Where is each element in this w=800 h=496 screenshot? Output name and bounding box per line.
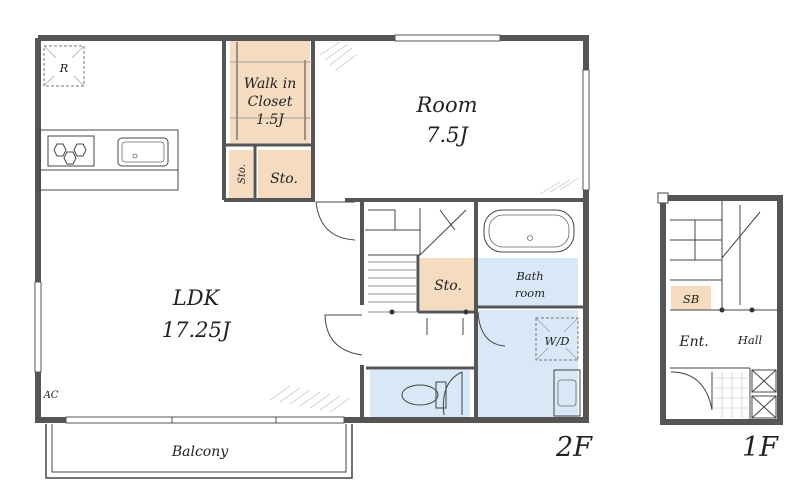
room-name-label: Room [415, 93, 477, 117]
sink-icon [117, 137, 169, 167]
storage-small-label: Sto. [237, 164, 248, 184]
balcony-label: Balcony [171, 444, 229, 460]
storage-stair-fill [420, 258, 475, 310]
washbasin [553, 369, 581, 417]
hall-label: Hall [737, 333, 763, 347]
washroom-fill [478, 310, 578, 418]
refrigerator-label: R [59, 61, 69, 75]
labels: R LDK 17.25J Room 7.5J Walk in Closet 1.… [43, 61, 780, 463]
windows [34, 34, 590, 424]
area-fills [229, 40, 711, 418]
balcony [45, 424, 353, 479]
closet-rods [230, 42, 312, 140]
storage-small-fill [229, 150, 253, 198]
entrance-label: Ent. [678, 334, 708, 350]
first-floor-label: 1F [742, 432, 779, 463]
bath-label-line2: room [515, 286, 545, 300]
doors [315, 201, 713, 416]
ldk-name-label: LDK [172, 286, 221, 310]
storage-stair-label: Sto. [434, 278, 462, 294]
room-size-label: 7.5J [426, 123, 469, 147]
closet-label-line3: 1.5J [256, 112, 285, 128]
bath-fill [478, 258, 578, 306]
closet-label-line2: Closet [248, 94, 293, 110]
toilet-fill [370, 370, 470, 418]
toilet [401, 381, 447, 409]
hatch-hints [269, 41, 579, 413]
washer-area [535, 317, 579, 361]
storage-fill [258, 150, 312, 198]
burner-icon [63, 151, 77, 165]
stairs-2f [365, 208, 469, 315]
bath-label-line1: Bath [515, 269, 543, 283]
first-floor-walls [657, 192, 783, 425]
burner-icon [73, 143, 87, 157]
refrigerator [43, 45, 85, 87]
walk-in-closet-fill [230, 40, 310, 144]
closet-label-line1: Walk in [244, 76, 296, 92]
washer-label: W/D [545, 334, 570, 348]
second-floor-label: 2F [555, 432, 593, 463]
shoe-box-label: SB [683, 292, 699, 306]
ldk-size-label: 17.25J [162, 318, 232, 342]
aircon-label: AC [43, 390, 59, 401]
storage-label: Sto. [270, 171, 298, 187]
burner-icon [53, 143, 67, 157]
bathtub [483, 209, 575, 253]
shoe-box-fill [671, 286, 711, 310]
kitchen-fixtures [47, 135, 169, 167]
